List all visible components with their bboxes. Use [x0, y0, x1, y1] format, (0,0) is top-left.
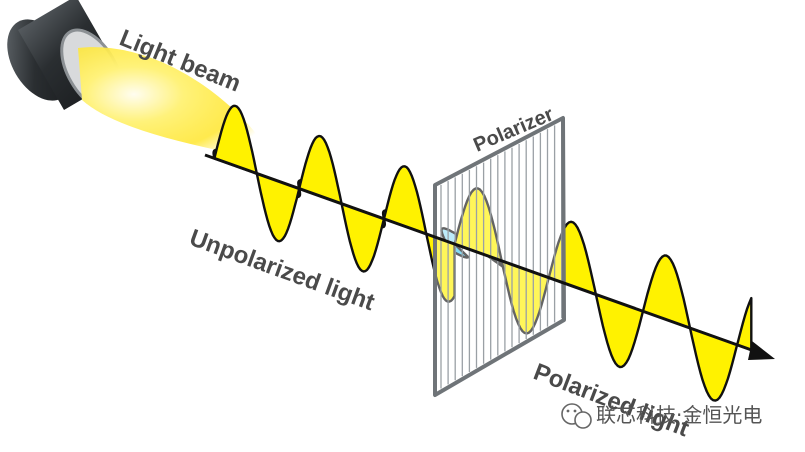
polarizer-filter [433, 116, 566, 397]
arrow-head-icon [748, 341, 775, 360]
light-beam-glow [78, 47, 265, 152]
watermark-text: 联芯科技·金恒光电 [596, 403, 762, 427]
propagation-axis [204, 153, 761, 355]
polarized-light-label: Polarized light [530, 358, 693, 442]
watermark: 联芯科技·金恒光电 [561, 403, 762, 429]
yellow-wave-unpolarized [213, 104, 456, 303]
wechat-icon [561, 403, 592, 429]
